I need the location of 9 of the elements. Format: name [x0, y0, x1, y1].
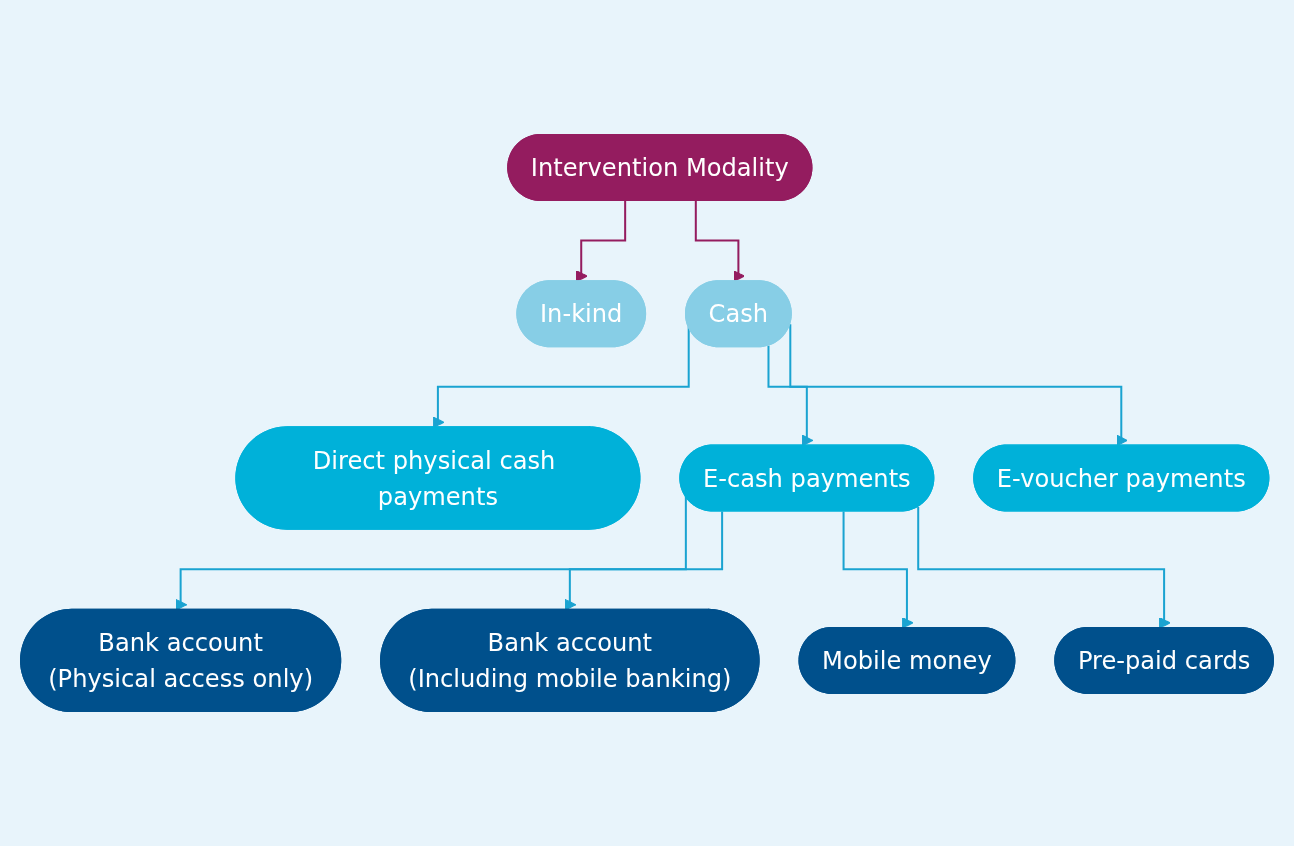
arrow [789, 324, 1128, 447]
arrow [575, 201, 627, 282]
arrow [767, 345, 814, 447]
arrow [564, 511, 724, 611]
arrow [175, 496, 687, 611]
arrow [842, 511, 914, 629]
arrow [694, 201, 745, 282]
arrow [917, 506, 1171, 629]
arrow [432, 326, 690, 429]
